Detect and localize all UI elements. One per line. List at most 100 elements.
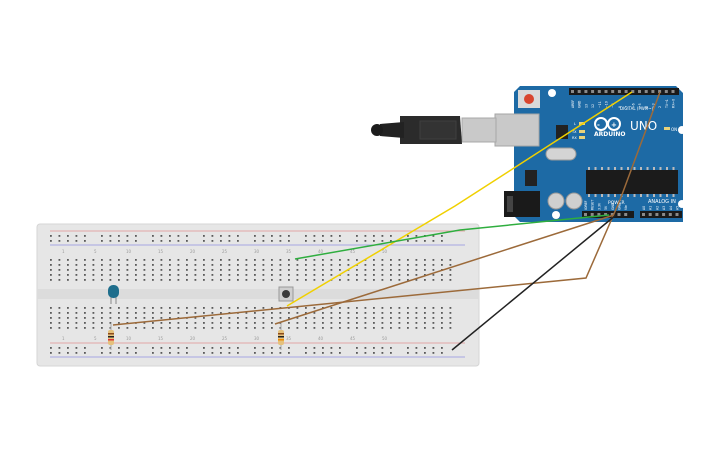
breadboard-hole [347, 259, 350, 261]
breadboard-hole [109, 240, 112, 242]
breadboard-hole [237, 347, 239, 349]
blue-led[interactable] [108, 285, 119, 304]
breadboard-hole [67, 264, 69, 266]
breadboard-hole [288, 240, 290, 242]
breadboard-hole [194, 307, 197, 309]
column-number: 50 [382, 249, 388, 254]
breadboard-hole [398, 307, 401, 309]
breadboard-hole [356, 274, 358, 276]
resistor-2[interactable] [278, 324, 284, 350]
tx-led-label: TX [571, 130, 577, 134]
breadboard-hole [305, 274, 307, 276]
chip-leg [653, 167, 655, 170]
breadboard-hole [126, 317, 129, 319]
breadboard-hole [203, 307, 205, 309]
breadboard-hole [254, 259, 256, 261]
power-jack-pin [507, 196, 513, 212]
breadboard-hole [84, 347, 86, 349]
black-wire[interactable] [451, 214, 617, 351]
breadboard-hole [262, 259, 265, 261]
resistor-2-band-2 [278, 336, 284, 338]
breadboard-hole [194, 317, 197, 319]
breadboard-hole [313, 269, 316, 271]
breadboard-hole [356, 235, 358, 237]
breadboard-hole [220, 279, 222, 281]
breadboard-hole [186, 322, 188, 324]
breadboard-hole [262, 240, 265, 242]
breadboard-hole [279, 240, 282, 242]
chip-leg [666, 194, 668, 197]
breadboard-hole [407, 347, 409, 349]
breadboard-hole [58, 347, 61, 349]
chip-leg [607, 194, 610, 197]
breadboard-hole [322, 264, 324, 266]
breadboard-hole [118, 264, 120, 266]
breadboard-hole [279, 312, 282, 314]
breadboard-hole [160, 307, 163, 309]
breadboard-hole [296, 317, 299, 319]
column-number: 45 [350, 249, 356, 254]
resistor-1[interactable] [108, 324, 114, 350]
breadboard-hole [364, 264, 367, 266]
breadboard-hole [58, 307, 61, 309]
breadboard-hole [254, 279, 256, 281]
breadboard-hole [449, 264, 452, 266]
brown-wire-1[interactable] [112, 91, 661, 326]
breadboard-hole [296, 269, 299, 271]
breadboard-hole [441, 307, 443, 309]
breadboard-hole [305, 279, 307, 281]
breadboard-hole [322, 352, 324, 354]
breadboard-hole [211, 269, 214, 271]
breadboard-hole [288, 269, 290, 271]
breadboard-hole [58, 274, 61, 276]
breadboard-hole [135, 235, 137, 237]
chip-leg [627, 194, 629, 197]
breadboard-hole [279, 352, 282, 354]
breadboard-hole [288, 264, 290, 266]
breadboard-hole [75, 269, 78, 271]
led-body [108, 285, 119, 298]
breadboard-hole [288, 259, 290, 261]
breadboard-hole [322, 317, 324, 319]
breadboard-hole [58, 327, 61, 329]
breadboard-hole [143, 259, 146, 261]
breadboard-hole [424, 347, 426, 349]
breadboard-hole [339, 312, 341, 314]
header-pin-hole [584, 213, 587, 216]
pushbutton[interactable] [278, 286, 294, 302]
breadboard-hole [220, 264, 222, 266]
header-pin-hole [597, 90, 601, 93]
breadboard-hole [67, 307, 69, 309]
breadboard-hole [109, 279, 112, 281]
chip-leg [594, 194, 597, 197]
breadboard-hole [271, 235, 273, 237]
breadboard-hole [424, 327, 426, 329]
usb-port [494, 113, 540, 147]
reset-button[interactable] [524, 94, 534, 104]
breadboard-hole [415, 269, 418, 271]
yellow-wire[interactable] [286, 91, 633, 307]
breadboard-hole [186, 274, 188, 276]
breadboard-hole [271, 317, 273, 319]
breadboard-hole [305, 352, 307, 354]
breadboard-hole [313, 317, 316, 319]
breadboard-hole [407, 240, 409, 242]
breadboard-hole [67, 322, 69, 324]
breadboard-hole [237, 327, 239, 329]
breadboard-hole [228, 240, 231, 242]
brown-wire-2[interactable] [274, 214, 615, 325]
header-pin-hole [675, 213, 679, 216]
breadboard-hole [313, 240, 316, 242]
breadboard-hole [203, 352, 205, 354]
breadboard-hole [211, 347, 214, 349]
green-wire[interactable] [294, 214, 610, 260]
breadboard-hole [415, 235, 418, 237]
breadboard-hole [101, 240, 103, 242]
breadboard-hole [101, 269, 103, 271]
breadboard-hole [279, 347, 282, 349]
arduino-uno-board[interactable]: - + ARDUINO UNO DIGITAL (PWM~) POWER ANA… [494, 86, 686, 222]
usb-cable[interactable] [371, 116, 497, 144]
breadboard-hole [390, 259, 392, 261]
